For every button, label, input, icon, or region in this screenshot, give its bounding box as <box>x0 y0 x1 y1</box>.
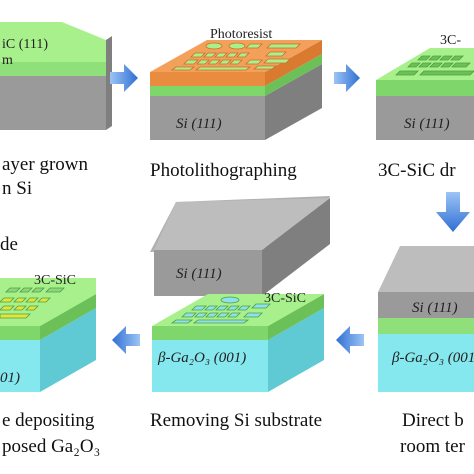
step1-caption-line1: ayer grown <box>2 154 88 175</box>
step1-sic-label-2: m <box>2 53 13 68</box>
step3-sic-dry-etching-block: 3C- Si (111) <box>376 33 474 140</box>
step6-ga2o3-label: 01) <box>0 370 20 386</box>
arrow-left-1 <box>336 326 364 354</box>
step4-caption-line2: room ter <box>400 436 466 457</box>
step2-photolithography-block: Photoresist Si (111) <box>150 27 322 140</box>
step6-side-text: de <box>0 234 18 255</box>
step2-photoresist-label: Photoresist <box>210 27 272 42</box>
step5-ga2o3-label: β-Ga₂O₃ (001) <box>157 350 246 366</box>
step4-direct-bonding-block: Si (111) β-Ga₂O₃ (001) <box>378 246 474 392</box>
step4-caption-line1: Direct b <box>402 410 464 431</box>
step6-electrode-deposition-block: 3C-SiC 01) <box>0 273 96 392</box>
arrow-down <box>436 192 470 232</box>
step6-caption-line2: posed Ga₂O₃ <box>2 436 100 457</box>
arrow-right-2 <box>334 64 360 92</box>
step3-si-label: Si (111) <box>404 116 450 132</box>
arrow-right-1 <box>110 64 138 92</box>
step5-caption: Removing Si substrate <box>150 410 322 431</box>
step1-3c-sic-on-si: iC (111) m <box>0 22 112 130</box>
step3-caption: 3C-SiC dr <box>378 160 456 181</box>
step4-ga2o3-label: β-Ga₂O₃ (001) <box>391 350 474 366</box>
step6-sic-label: 3C-SiC <box>34 273 76 288</box>
step4-si-label: Si (111) <box>412 300 458 316</box>
step6-caption-line1: e depositing <box>2 410 95 431</box>
step5-removing-si-block: Si (111) 3C-SiC β-Ga₂O₃ (001) <box>150 196 330 392</box>
arrow-left-2 <box>112 326 140 354</box>
step5-si-label: Si (111) <box>176 266 222 282</box>
step2-caption: Photolithographing <box>150 160 297 181</box>
step1-caption-line2: n Si <box>2 178 32 199</box>
step2-si-label: Si (111) <box>176 116 222 132</box>
step3-sic-label: 3C- <box>440 33 461 48</box>
step1-sic-label: iC (111) <box>2 37 48 52</box>
step5-sic-label: 3C-SiC <box>264 291 306 306</box>
